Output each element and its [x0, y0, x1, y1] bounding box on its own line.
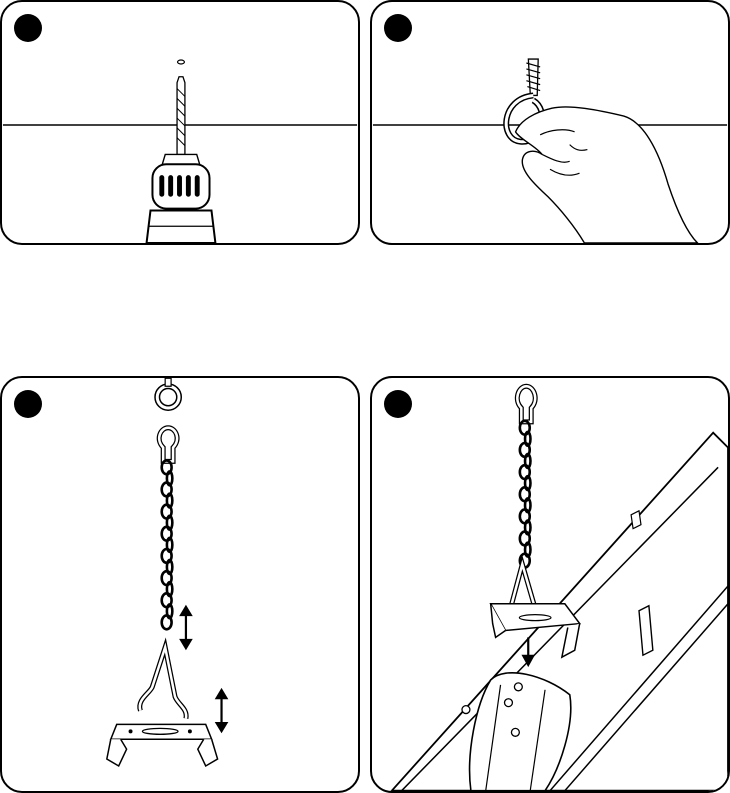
step-1-panel	[0, 0, 360, 245]
step-2-badge	[384, 14, 412, 42]
hang-fixture-illustration	[372, 378, 728, 791]
drill-illustration	[2, 2, 358, 243]
hand-icon	[516, 107, 698, 243]
eye-hook-illustration	[372, 2, 728, 243]
chain-bracket-illustration	[2, 378, 358, 791]
drill-hole	[178, 60, 185, 64]
step-2-panel	[370, 0, 730, 245]
step-4-panel	[370, 376, 730, 793]
drill-chuck-nose	[162, 154, 199, 164]
adjust-arrow-icon-2	[216, 689, 228, 733]
step-4-badge	[384, 390, 412, 418]
chain-icon	[162, 460, 173, 629]
adjust-arrow-icon	[180, 606, 192, 650]
step-3-badge	[14, 390, 42, 418]
mounting-bracket-icon	[111, 724, 212, 739]
step-1-badge	[14, 14, 42, 42]
chain-icon	[520, 421, 531, 568]
step-3-panel	[0, 376, 360, 793]
